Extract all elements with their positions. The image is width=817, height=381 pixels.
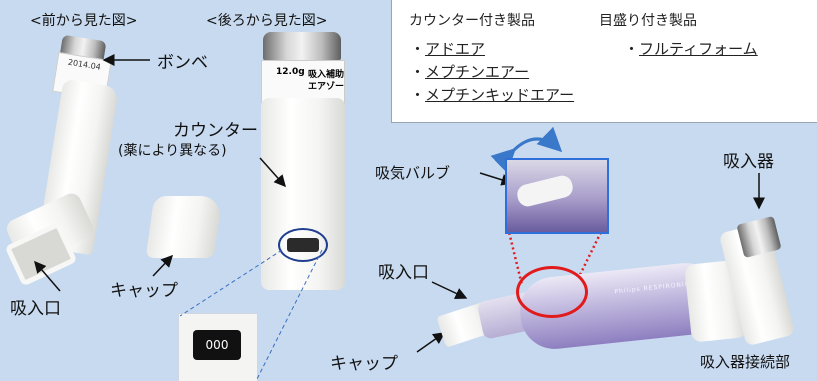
product-link-meptin-air[interactable]: メプチンエアー bbox=[425, 63, 530, 81]
inhaler-label: 吸入器 bbox=[723, 152, 774, 172]
counter-label-text: カウンター bbox=[173, 121, 258, 141]
label-name: 吸入補助 bbox=[308, 70, 345, 80]
mouthpiece-right-label: 吸入口 bbox=[378, 263, 429, 283]
counter-display: 000 bbox=[193, 330, 241, 360]
list-item: ・メプチンエアー bbox=[410, 61, 529, 82]
product-link-adoair[interactable]: アドエア bbox=[425, 40, 486, 58]
bullet: ・ bbox=[410, 63, 426, 81]
valve-highlight-ellipse bbox=[516, 266, 588, 318]
cap-left-label: キャップ bbox=[110, 281, 178, 301]
counter-zoom-inset: 000 bbox=[178, 313, 258, 381]
front-view-caption: <前から見た図> bbox=[30, 13, 138, 29]
list-item: ・アドエア bbox=[410, 38, 485, 59]
bullet: ・ bbox=[410, 86, 426, 104]
spacer-brand: Philips RESPIRONICS bbox=[614, 280, 696, 296]
counter-highlight-circle bbox=[278, 228, 328, 262]
valve-zoom-box bbox=[505, 158, 609, 234]
counter-note-text: (薬により異なる) bbox=[118, 143, 227, 159]
inhaler-joint-label: 吸入器接続部 bbox=[700, 353, 791, 371]
label-sub: エアゾー bbox=[308, 82, 345, 92]
canister-cap bbox=[263, 32, 341, 60]
list-item: ・フルティフォーム bbox=[624, 38, 758, 59]
valve-flap bbox=[515, 173, 575, 209]
bullet: ・ bbox=[410, 40, 426, 58]
list-item: ・メプチンキッドエアー bbox=[410, 84, 574, 105]
bullet: ・ bbox=[624, 40, 640, 58]
cap-right-label: キャップ bbox=[330, 354, 398, 374]
arrow-cap-left bbox=[152, 254, 174, 277]
counter-products-heading: カウンター付き製品 bbox=[409, 13, 535, 29]
arrow-mouthpiece-right bbox=[431, 281, 468, 299]
leader-line-right bbox=[255, 249, 323, 381]
product-link-flutiform[interactable]: フルティフォーム bbox=[639, 40, 758, 58]
inhale-valve-label: 吸気バルブ bbox=[375, 164, 451, 182]
leader-line-left bbox=[179, 249, 283, 317]
product-info-box: カウンター付き製品 目盛り付き製品 ・アドエア ・メプチンエアー ・メプチンキッ… bbox=[391, 0, 817, 123]
product-link-meptin-kid-air[interactable]: メプチンキッドエアー bbox=[425, 86, 575, 104]
valve-motion-arrow bbox=[490, 126, 563, 174]
arrow-cap-right bbox=[416, 332, 446, 353]
mouthpiece-left-label: 吸入口 bbox=[10, 299, 61, 319]
arrow-counter bbox=[259, 157, 286, 188]
arrow-mouthpiece-left bbox=[34, 260, 61, 292]
back-view-caption: <後ろから見た図> bbox=[206, 13, 328, 29]
zoom-link-right bbox=[573, 227, 605, 286]
label-dose: 12.0g bbox=[276, 67, 305, 77]
scale-products-heading: 目盛り付き製品 bbox=[599, 13, 697, 29]
back-inhaler-image: 12.0g 吸入補助 エアゾー bbox=[253, 32, 353, 302]
canister-label-text: ボンベ bbox=[157, 53, 208, 73]
